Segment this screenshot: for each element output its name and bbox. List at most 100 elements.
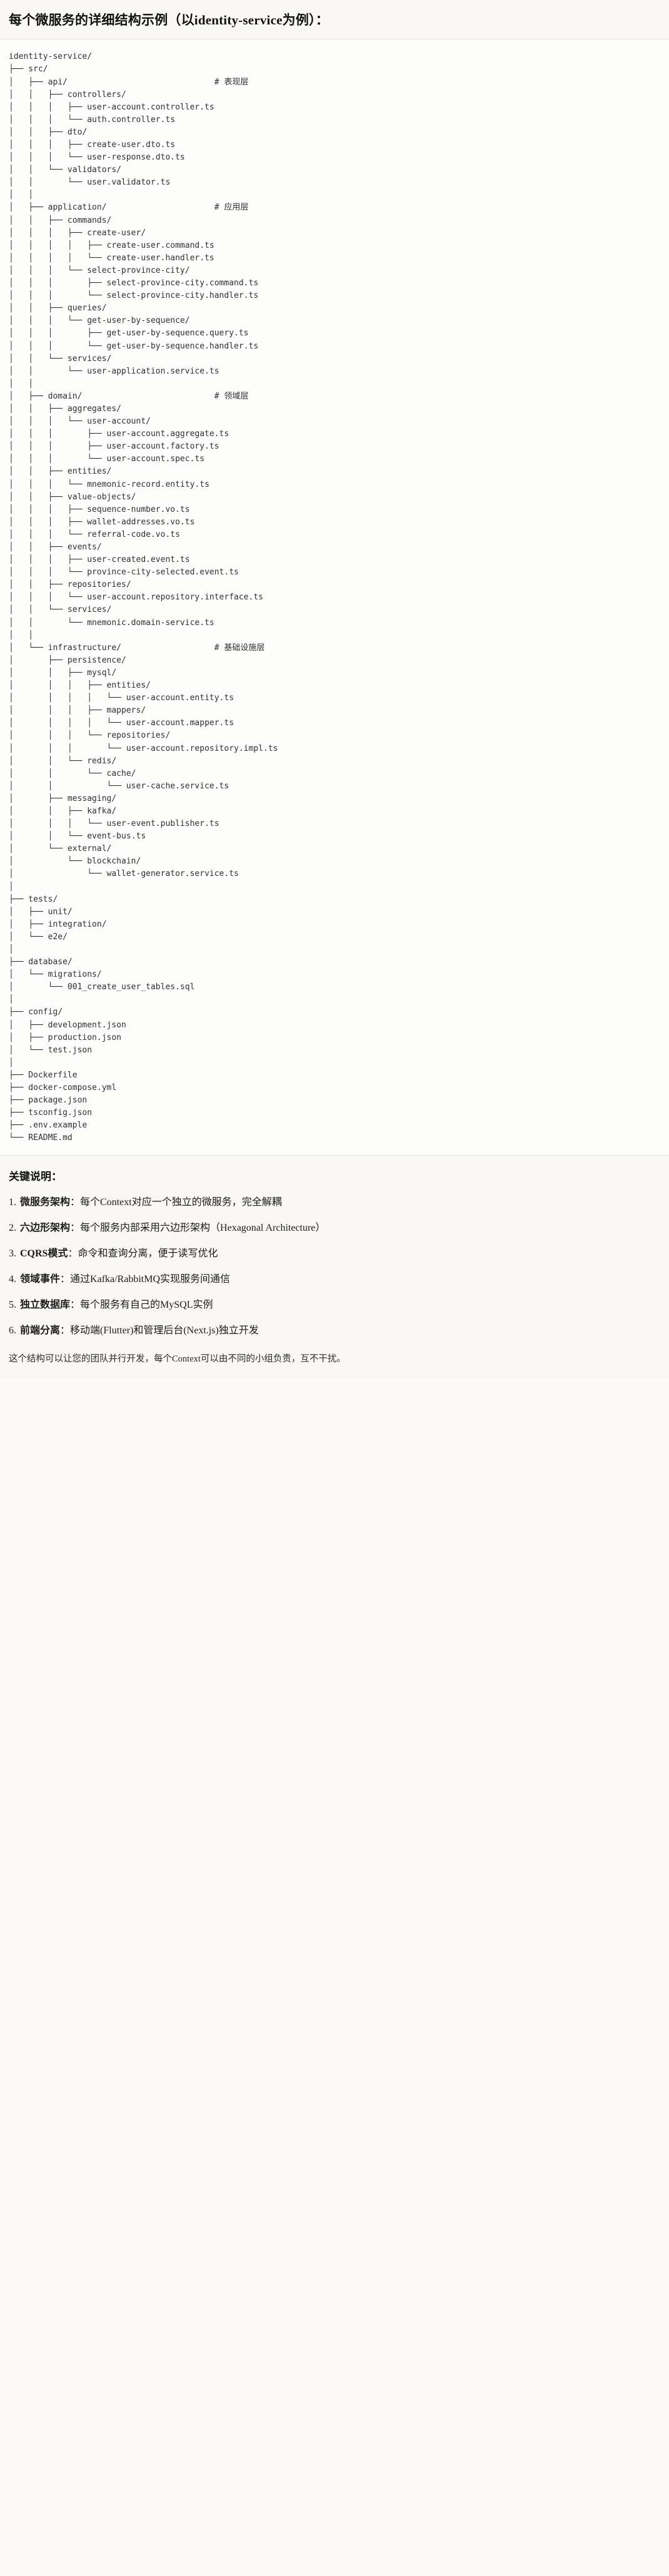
code-line: │ │ │ ├── user-account.controller.ts [9,102,214,112]
code-line: │ │ └── user-cache.service.ts [9,781,229,791]
key-note-description: 每个Context对应一个独立的微服务，完全解耦 [80,1197,282,1208]
code-line: │ │ │ ├── entities/ [9,681,151,691]
code-line: ├── Dockerfile [9,1070,78,1080]
code-line: │ │ │ ├── create-user.dto.ts [9,140,176,150]
code-line: │ │ │ └── user-account.spec.ts [9,454,205,464]
code-line: │ └── external/ [9,844,112,854]
code-line: ├── config/ [9,1007,63,1017]
key-note-description: 每个服务有自己的MySQL实例 [80,1300,213,1311]
code-line: │ │ └── cache/ [9,768,136,778]
code-line: │ │ [9,190,34,200]
code-line: ├── package.json [9,1096,88,1106]
document-header: 每个微服务的详细结构示例（以identity-service为例）： [0,0,669,40]
key-note-number: 5. [9,1300,19,1311]
code-line: │ │ │ └── repositories/ [9,731,171,741]
key-note-description: 移动端(Flutter)和管理后台(Next.js)独立开发 [70,1325,259,1336]
code-line: │ │ │ └── user-account.repository.impl.t… [9,743,278,753]
code-line: │ │ ├── controllers/ [9,89,126,99]
code-line: │ │ └── mnemonic.domain-service.ts [9,618,214,628]
code-line: │ ├── domain/ # 领域层 [9,391,249,401]
code-line: │ │ │ └── mnemonic-record.entity.ts [9,479,209,489]
code-line: │ │ │ ├── wallet-addresses.vo.ts [9,517,195,527]
code-line: ├── tsconfig.json [9,1108,93,1118]
code-line: │ ├── api/ # 表现层 [9,77,249,87]
key-note-number: 1. [9,1197,19,1208]
key-note-description: 命令和查询分离，便于读写优化 [78,1248,218,1260]
key-note-number: 2. [9,1223,19,1234]
key-note-separator: ： [60,1274,71,1285]
code-line: └── README.md [9,1133,73,1143]
code-line: │ ├── persistence/ [9,655,126,665]
key-note-item: 3. CQRS模式：命令和查询分离，便于读写优化 [9,1246,660,1261]
code-line: │ │ │ ├── user-account.aggregate.ts [9,429,229,439]
code-line: │ └── e2e/ [9,932,68,942]
key-note-item: 4. 领域事件：通过Kafka/RabbitMQ实现服务间通信 [9,1272,660,1287]
code-line: │ │ │ └── select-province-city/ [9,265,190,275]
code-line: ├── database/ [9,957,73,967]
code-line: │ │ └── user.validator.ts [9,178,171,188]
code-line: │ │ ├── entities/ [9,467,112,477]
code-line: │ │ ├── aggregates/ [9,404,122,414]
code-line: ├── tests/ [9,894,58,904]
key-note-term: 领域事件 [20,1274,61,1285]
code-line: │ │ │ │ └── user-account.mapper.ts [9,718,234,728]
code-line: │ ├── production.json [9,1032,122,1042]
document-page: 每个微服务的详细结构示例（以identity-service为例）： ident… [0,0,669,1378]
directory-tree-code-block: identity-service/ ├── src/ │ ├── api/ # 表现… [0,39,669,1156]
key-note-item: 1. 微服务架构：每个Context对应一个独立的微服务，完全解耦 [9,1195,660,1210]
code-line: │ │ │ └── user-account.repository.interf… [9,593,263,603]
key-note-description: 每个服务内部采用六边形架构（Hexagonal Architecture） [80,1223,326,1234]
key-note-separator: ： [68,1248,78,1260]
code-line: │ └── 001_create_user_tables.sql [9,982,195,992]
code-line: │ │ │ ├── get-user-by-sequence.query.ts [9,328,249,339]
code-line: │ └── infrastructure/ # 基础设施层 [9,643,265,653]
key-note-item: 5. 独立数据库：每个服务有自己的MySQL实例 [9,1298,660,1313]
key-note-separator: ： [70,1223,81,1234]
code-line: │ │ ├── commands/ [9,215,112,225]
code-line: │ │ │ └── province-city-selected.event.t… [9,568,239,578]
code-line: │ │ [9,379,34,389]
code-comment: # 基础设施层 [214,643,265,653]
key-note-term: CQRS模式 [20,1248,68,1260]
code-line: │ │ └── event-bus.ts [9,832,146,842]
code-comment: # 领域层 [214,391,249,401]
code-line: │ │ │ └── auth.controller.ts [9,115,176,125]
key-note-item: 6. 前端分离：移动端(Flutter)和管理后台(Next.js)独立开发 [9,1323,660,1338]
key-note-term: 六边形架构 [20,1223,71,1234]
code-line: │ [9,1057,14,1067]
code-line: ├── src/ [9,64,48,74]
code-comment: # 应用层 [214,203,249,213]
code-line: │ │ │ ├── mappers/ [9,706,146,716]
code-line: │ │ │ ├── select-province-city.command.t… [9,278,259,288]
key-note-number: 4. [9,1274,19,1285]
code-line: │ │ └── services/ [9,605,112,615]
code-line: │ │ │ └── user-event.publisher.ts [9,819,219,829]
code-line: │ │ └── user-application.service.ts [9,366,219,376]
code-lines-container: identity-service/ ├── src/ │ ├── api/ # 表现… [9,51,660,1144]
key-note-number: 6. [9,1325,19,1336]
code-line: │ │ └── validators/ [9,165,122,175]
code-line: │ │ │ │ ├── create-user.command.ts [9,240,214,250]
code-line: │ │ │ ├── user-account.factory.ts [9,442,219,452]
key-note-separator: ： [60,1325,71,1336]
page-title: 每个微服务的详细结构示例（以identity-service为例）： [9,13,329,28]
code-line: │ │ │ └── user-account/ [9,417,151,427]
code-line: identity-service/ [9,52,93,62]
code-line: │ [9,945,14,954]
code-line: │ │ │ │ └── user-account.entity.ts [9,693,234,703]
code-line: │ └── test.json [9,1045,93,1055]
code-line: │ │ └── redis/ [9,756,117,766]
code-line: ├── docker-compose.yml [9,1083,117,1093]
key-note-term: 独立数据库 [20,1300,71,1311]
code-line: │ │ │ ├── sequence-number.vo.ts [9,504,190,514]
code-comment: # 表现层 [214,77,249,87]
key-note-term: 前端分离 [20,1325,61,1336]
code-line: │ └── migrations/ [9,970,102,980]
code-line: │ │ │ └── select-province-city.handler.t… [9,291,259,301]
code-line: │ │ ├── queries/ [9,303,107,313]
code-line: │ │ │ ├── create-user/ [9,228,146,238]
code-line: │ │ │ └── referral-code.vo.ts [9,529,180,539]
key-note-number: 3. [9,1248,19,1260]
code-line: │ │ ├── kafka/ [9,806,117,816]
